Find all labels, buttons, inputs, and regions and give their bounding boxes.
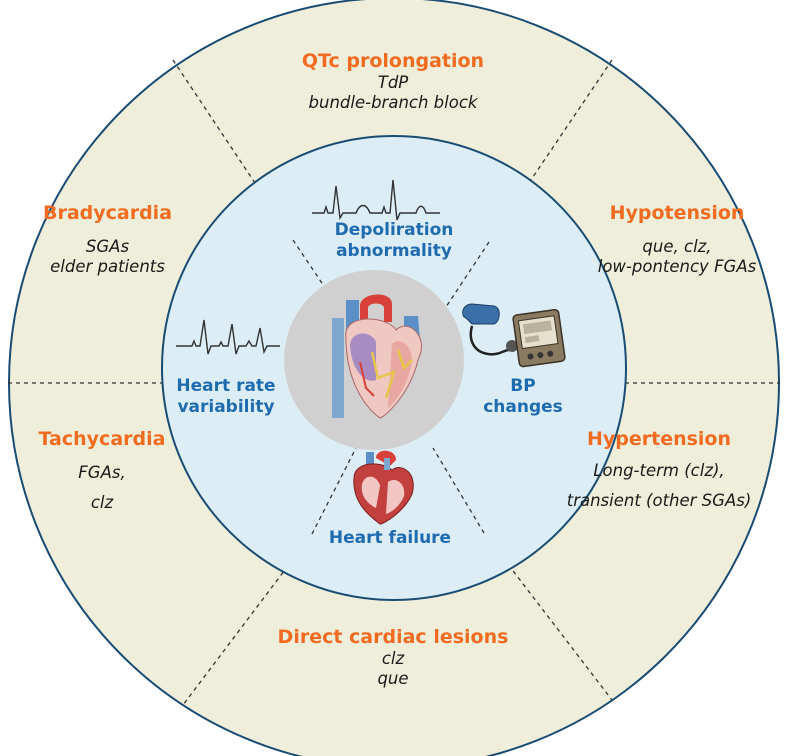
segment-hypertension: Hypertension Long-term (clz), transient … (540, 428, 778, 511)
inner-depolarization: Depoliration abnormality (294, 220, 494, 261)
segment-hypotension: Hypotension que, clz, low-pontency FGAs (572, 202, 782, 277)
inner-depol-2: abnormality (336, 240, 452, 261)
outer-sub-qtc-2: bundle-branch block (308, 93, 478, 113)
inner-bp-1: BP (510, 376, 536, 396)
inner-hf-1: Heart failure (328, 528, 452, 548)
outer-title-tachy: Tachycardia (38, 428, 166, 450)
segment-qtc-prolongation: QTc prolongation TdP bundle-branch block (218, 50, 568, 113)
inner-heart-rate-variability: Heart rate variability (160, 376, 292, 417)
outer-sub-qtc-1: TdP (377, 73, 409, 93)
outer-sub-hypert-2: transient (other SGAs) (566, 491, 752, 511)
inner-heart-failure: Heart failure (290, 528, 490, 549)
outer-sub-hypot-2: low-pontency FGAs (597, 257, 757, 277)
inner-dividers (292, 239, 490, 535)
inner-bp-changes: BP changes (468, 376, 578, 417)
inner-depol-1: Depoliration (334, 220, 454, 240)
heart-illustration-icon (332, 294, 422, 419)
inner-hrv-2: variability (177, 396, 275, 417)
outer-sub-direct-1: clz (381, 649, 405, 669)
outer-sub-hypot-1: que, clz, (642, 237, 712, 257)
segment-direct-cardiac-lesions: Direct cardiac lesions clz que (218, 626, 568, 689)
ecg-wave-icon (312, 179, 440, 221)
outer-sub-brady-2: elder patients (50, 257, 165, 277)
blood-pressure-monitor-icon (462, 303, 566, 368)
outer-title-direct: Direct cardiac lesions (277, 626, 509, 648)
inner-hrv-1: Heart rate (176, 376, 276, 396)
outer-sub-direct-2: que (377, 669, 409, 689)
segment-tachycardia: Tachycardia FGAs, clz (12, 428, 192, 513)
segment-bradycardia: Bradycardia SGAs elder patients (20, 202, 195, 277)
outer-sub-tachy-2: clz (90, 493, 114, 513)
heart-cross-section-icon (353, 450, 414, 525)
outer-sub-hypert-1: Long-term (clz), (593, 461, 725, 481)
outer-title-hypot: Hypotension (609, 202, 745, 224)
ecg-wave-icon (176, 319, 280, 355)
outer-title-qtc: QTc prolongation (301, 50, 485, 72)
outer-title-hypert: Hypertension (586, 428, 732, 450)
inner-bp-2: changes (483, 396, 563, 417)
outer-title-brady: Bradycardia (42, 202, 173, 224)
outer-sub-brady-1: SGAs (85, 237, 130, 257)
outer-sub-tachy-1: FGAs, (78, 463, 126, 483)
